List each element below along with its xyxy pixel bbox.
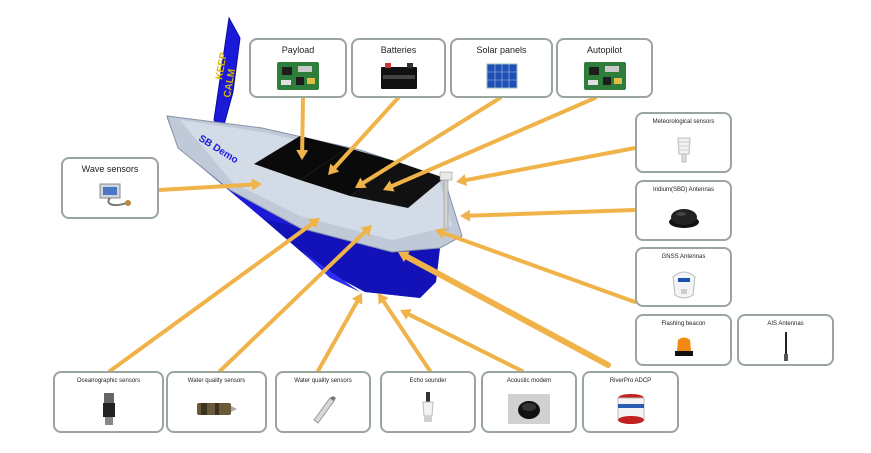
- meteo-box: Meteorological sensors: [635, 112, 732, 173]
- gnss-arrow: [442, 231, 637, 304]
- circuit-board-icon: [583, 61, 627, 96]
- autopilot-box: Autopilot: [556, 38, 653, 98]
- meteo-arrowhead: [456, 174, 467, 187]
- solar-label: Solar panels: [476, 45, 527, 55]
- wq2-label: Water quality sensors: [294, 378, 352, 384]
- payload-box: Payload: [249, 38, 347, 98]
- iridium-label: Iridium(SBD) Antennas: [652, 187, 715, 193]
- whip-antenna-icon: [781, 332, 791, 367]
- ocean-arrowhead: [308, 218, 320, 229]
- wq1-arrow: [218, 229, 367, 373]
- batteries-arrow: [332, 96, 400, 170]
- batteries-arrowhead: [328, 163, 340, 175]
- ocean-arrow: [108, 221, 314, 373]
- wave-box: Wave sensors: [61, 157, 159, 219]
- circuit-board-icon: [276, 61, 320, 96]
- autopilot-arrowhead: [383, 180, 395, 192]
- echo-box: Echo sounder: [380, 371, 476, 433]
- payload-label: Payload: [281, 45, 315, 55]
- wave-arrow: [157, 182, 255, 192]
- adcp-arrow: [403, 253, 611, 368]
- adcp-arrowhead: [398, 251, 410, 263]
- solar-panel-icon: [486, 63, 518, 94]
- gnss-antenna-icon: [671, 267, 697, 306]
- meteo-label: Meteorological sensors: [652, 119, 715, 125]
- ocean-label: Oceanographic sensors: [76, 378, 141, 384]
- puck-antenna-icon: [667, 206, 701, 235]
- modem-arrow: [406, 312, 524, 373]
- transducer-icon: [420, 392, 436, 431]
- echo-arrowhead: [378, 293, 389, 305]
- iridium-arrow: [467, 208, 637, 218]
- beacon-label: Flashing beacon: [661, 321, 706, 327]
- boat-hull: SB Demo: [166, 115, 463, 298]
- iridium-box: Iridium(SBD) Antennas: [635, 180, 732, 241]
- gnss-box: GNSS Antennas: [635, 247, 732, 307]
- adcp-icon: [615, 392, 647, 431]
- beacon-box: Flashing beacon: [635, 314, 732, 366]
- wq1-arrowhead: [360, 225, 372, 237]
- wq2-arrowhead: [351, 293, 363, 305]
- wq1-box: Water quality sensors: [166, 371, 267, 433]
- modem-icon: [507, 393, 551, 430]
- modem-label: Acoustic modem: [506, 378, 552, 384]
- probe-icon: [195, 398, 239, 425]
- wq2-arrow: [316, 299, 360, 373]
- solar-arrow: [361, 96, 502, 185]
- autopilot-arrow: [390, 96, 597, 189]
- adcp-box: RiverPro ADCP: [582, 371, 679, 433]
- echo-label: Echo sounder: [409, 378, 447, 384]
- mast-text-2: CALM: [222, 68, 238, 98]
- pen-probe-icon: [308, 394, 338, 429]
- autopilot-label: Autopilot: [586, 45, 623, 55]
- battery-icon: [379, 61, 419, 96]
- ocean-box: Oceanographic sensors: [53, 371, 164, 433]
- wave-sensor-icon: [84, 181, 136, 216]
- gnss-label: GNSS Antennas: [661, 254, 706, 260]
- beacon-icon: [673, 336, 695, 363]
- weather-station-icon: [675, 136, 693, 169]
- payload-arrowhead: [296, 149, 309, 160]
- wave-arrowhead: [251, 178, 262, 191]
- wq1-label: Water quality sensors: [187, 378, 246, 384]
- solar-box: Solar panels: [450, 38, 553, 98]
- solar-arrowhead: [355, 177, 367, 188]
- ais-label: AIS Antennas: [767, 321, 804, 327]
- connector-arrows: [108, 96, 637, 373]
- batteries-label: Batteries: [380, 45, 417, 55]
- iridium-arrowhead: [460, 209, 471, 222]
- wave-label: Wave sensors: [81, 164, 139, 174]
- mast-text: KEEP: [214, 51, 230, 80]
- ctd-sensor-icon: [101, 391, 117, 432]
- batteries-box: Batteries: [351, 38, 446, 98]
- modem-box: Acoustic modem: [481, 371, 577, 433]
- adcp-label: RiverPro ADCP: [609, 378, 652, 384]
- wq2-box: Water quality sensors: [275, 371, 371, 433]
- gnss-arrowhead: [435, 227, 447, 240]
- echo-arrow: [381, 299, 432, 373]
- modem-arrowhead: [400, 309, 412, 320]
- boat-mast: KEEP CALM: [213, 16, 241, 134]
- ais-box: AIS Antennas: [737, 314, 834, 366]
- payload-arrow: [300, 96, 305, 153]
- meteo-arrow: [463, 146, 637, 183]
